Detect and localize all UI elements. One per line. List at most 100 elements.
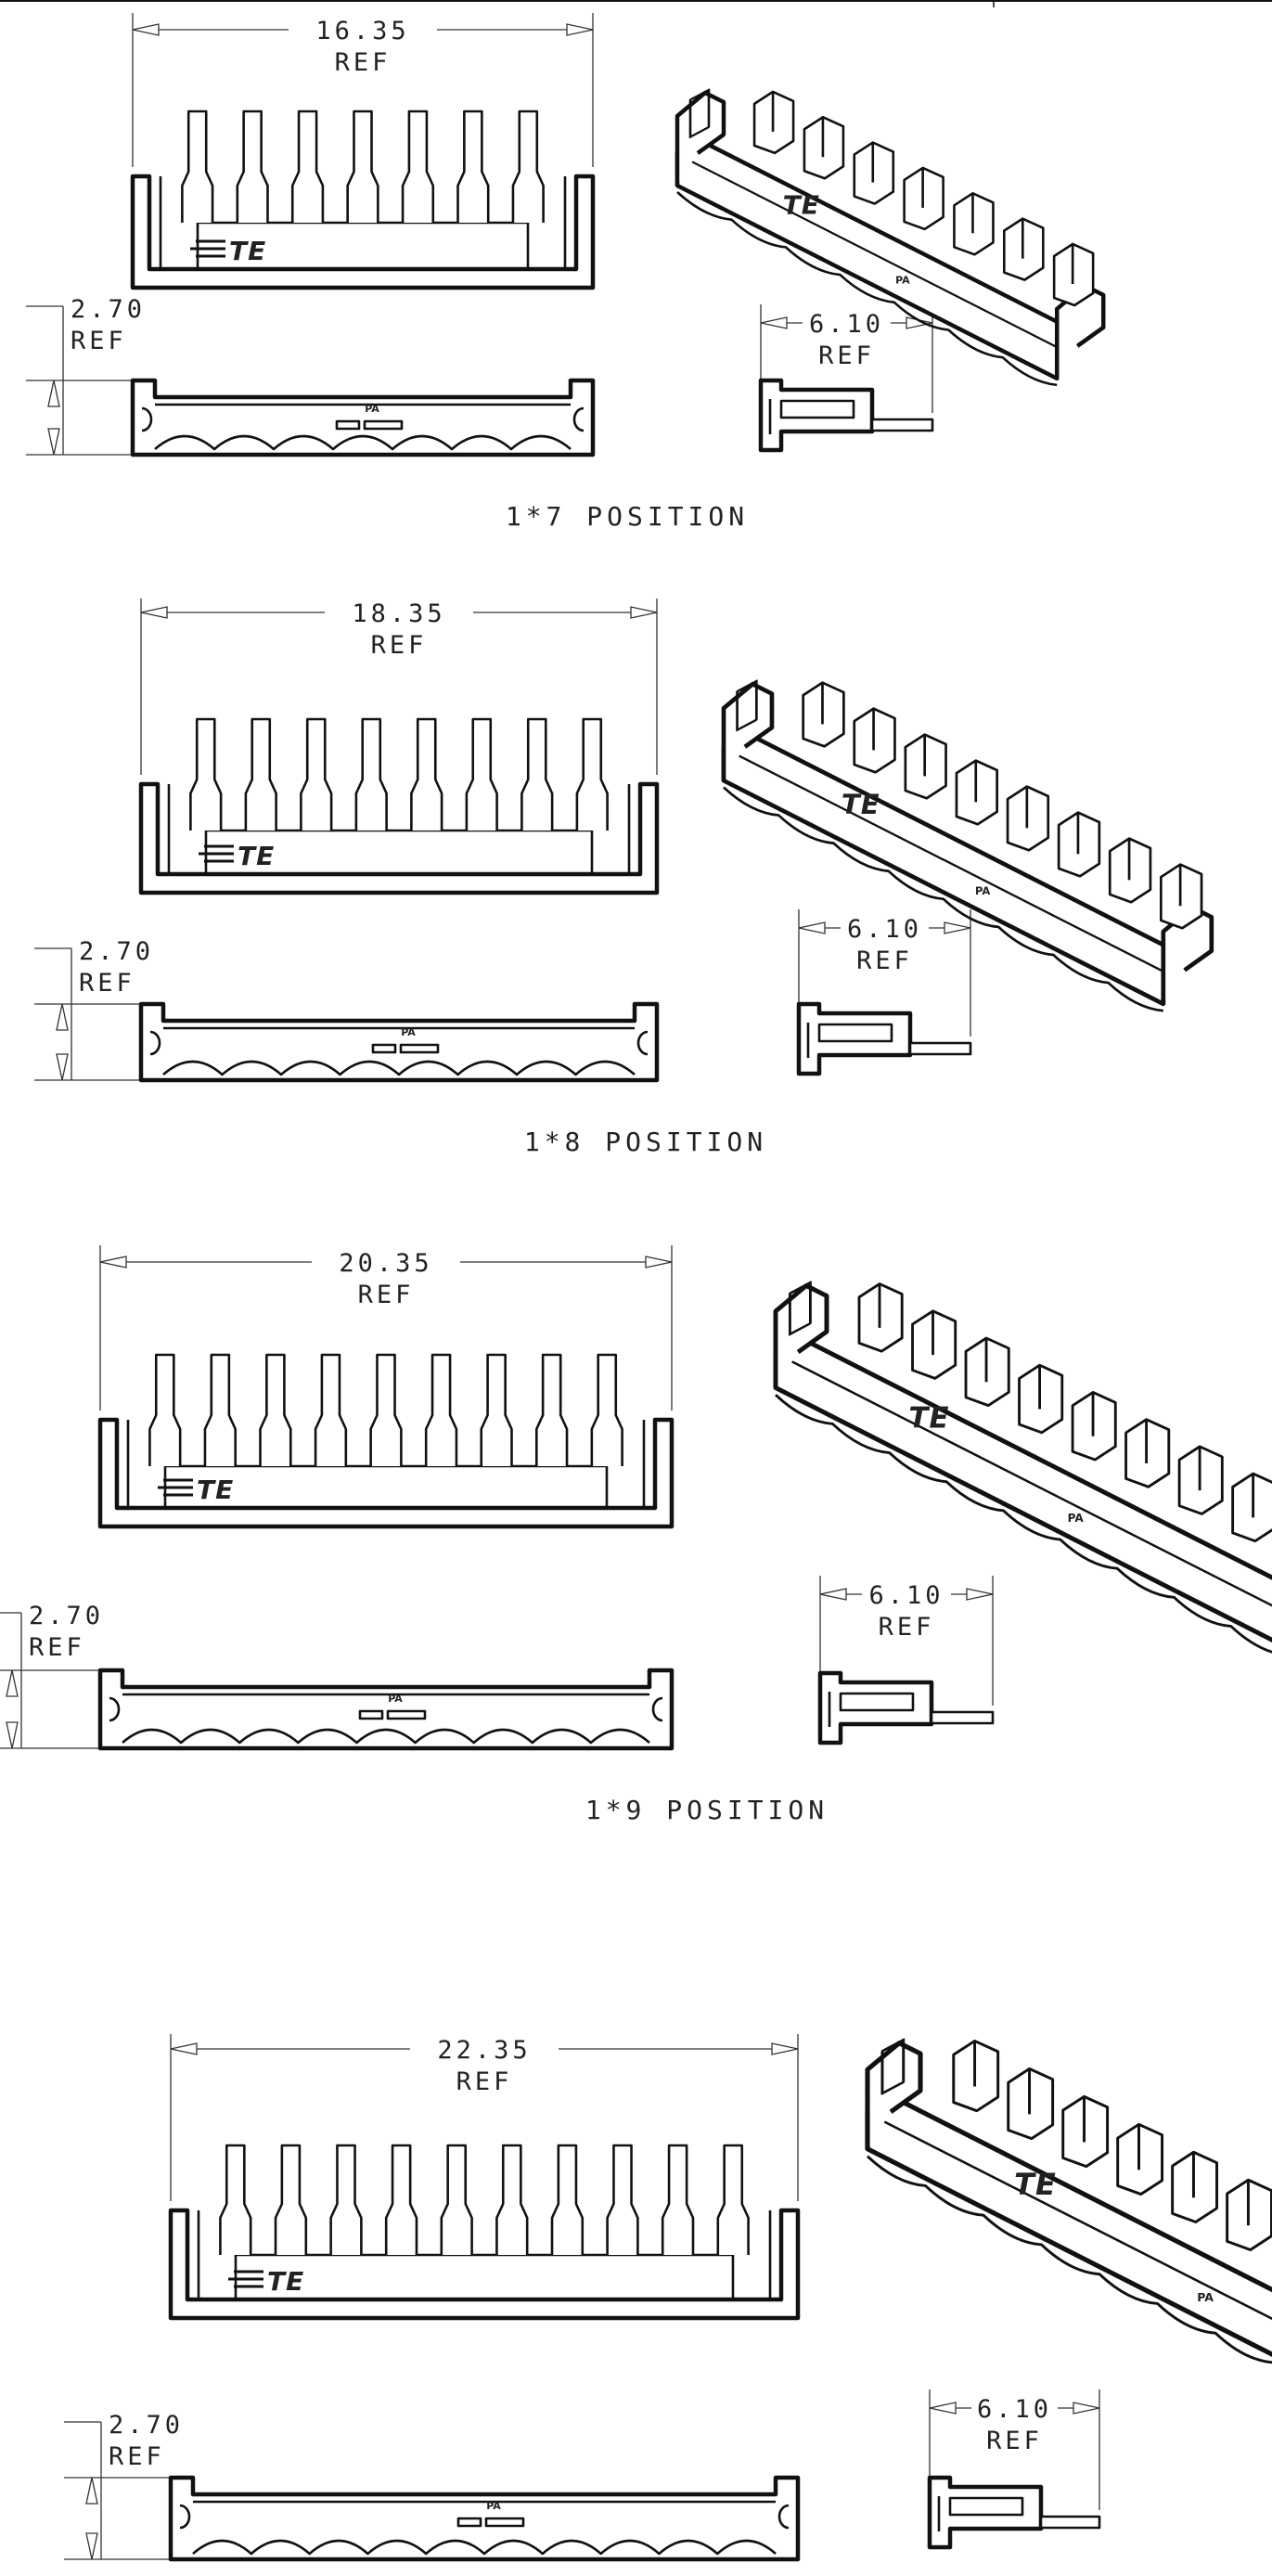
terminal-finger [575, 717, 609, 831]
pa-mark-label: PA [388, 1693, 403, 1705]
width-arrow-left [170, 2042, 198, 2055]
depth-arrow-right [906, 316, 933, 329]
terminal-finger [236, 109, 269, 223]
bottom-hook-right [636, 1030, 649, 1056]
width-dimension-value: 18.35 [352, 599, 445, 628]
height-arrow-up [56, 1003, 69, 1031]
terminal-finger [606, 2144, 639, 2255]
depth-dimension-value: 6.10 [868, 1581, 944, 1610]
side-profile-slot [817, 1023, 893, 1043]
height-arrow-up [47, 380, 60, 407]
terminal-finger [244, 717, 277, 831]
depth-arrow-right [966, 1588, 994, 1601]
iso-te-logo: TE [1014, 2167, 1057, 2202]
height-dimension-value: 2.70 [29, 1602, 104, 1630]
depth-arrow-left [929, 2402, 957, 2415]
iso-end-slot-left [880, 2038, 906, 2095]
width-dimension-ref: REF [371, 631, 428, 660]
terminal-finger [369, 1353, 403, 1466]
bottom-outline [168, 2475, 801, 2562]
terminal-finger [346, 109, 379, 223]
iso-pa-mark: PA [1197, 2290, 1214, 2304]
iso-pa-mark: PA [1068, 1512, 1085, 1525]
bottom-hook-right [572, 406, 585, 432]
housing-body-outline [168, 2208, 801, 2321]
terminal-finger [410, 717, 443, 831]
terminal-finger [661, 2144, 695, 2255]
height-dimension-value: 2.70 [109, 2411, 184, 2440]
iso-te-logo: TE [783, 189, 820, 220]
iso-end-wall-left [721, 681, 775, 781]
te-logo: TE [228, 2266, 304, 2297]
bottom-hook-left [149, 1030, 161, 1056]
terminal-finger [401, 109, 435, 223]
iso-te-logo: TE [842, 789, 880, 820]
iso-end-wall-left [675, 90, 726, 186]
housing-ledge [234, 2253, 735, 2301]
pa-slot-right [363, 419, 404, 431]
depth-dimension-ref: REF [856, 947, 913, 975]
pa-mark-label: PA [401, 1026, 416, 1038]
iso-pa-mark: PA [895, 274, 910, 286]
terminal-finger [300, 717, 333, 831]
terminal-finger [511, 109, 545, 223]
bottom-wave-profile [162, 1060, 636, 1076]
te-logo-text: TE [238, 841, 275, 871]
width-dimension-ref: REF [456, 2067, 513, 2096]
iso-end-wall-left [865, 2041, 923, 2149]
height-dimension-ref: REF [109, 2442, 165, 2471]
height-arrow-down [56, 1053, 69, 1081]
isometric-view: TE PA [721, 679, 1214, 1012]
housing-body-outline [97, 1417, 675, 1529]
bottom-outline [97, 1668, 675, 1751]
width-dimension-value: 22.35 [437, 2036, 531, 2065]
terminal-finger [716, 2144, 750, 2255]
width-dimension-ref: REF [358, 1281, 415, 1309]
height-arrow-down [85, 2532, 98, 2560]
bottom-wave-profile [122, 1728, 650, 1745]
pa-mark-label: PA [365, 403, 379, 415]
te-logo-text: TE [267, 2266, 304, 2297]
te-logo: TE [158, 1475, 233, 1505]
depth-dimension-ref: REF [818, 341, 875, 370]
iso-wave-edge [866, 2155, 1272, 2364]
iso-pa-mark: PA [975, 884, 990, 897]
position-caption: 1*7 POSITION [506, 501, 749, 532]
side-profile-pin [930, 1710, 995, 1725]
terminal-finger [219, 2144, 252, 2255]
pa-slot-left [371, 1043, 397, 1054]
iso-end-slot-left [736, 679, 758, 732]
width-arrow-right [566, 23, 594, 36]
housing-body-outline [130, 174, 596, 290]
te-logo-text: TE [229, 236, 266, 266]
height-dimension-value: 2.70 [79, 937, 154, 966]
terminal-finger [314, 1353, 348, 1466]
pa-slot-left [358, 1709, 384, 1720]
iso-wave-edge [676, 191, 1058, 387]
depth-arrow-left [760, 316, 788, 329]
depth-dimension-value: 6.10 [847, 915, 922, 944]
iso-end-wall-left [773, 1283, 829, 1388]
terminal-finger [440, 2144, 473, 2255]
terminal-finger [424, 1353, 458, 1466]
bottom-wave-profile [192, 2539, 777, 2556]
pa-slot-right [399, 1043, 440, 1054]
isometric-view: TE PA [675, 88, 1106, 387]
bottom-wave-profile [154, 434, 572, 451]
terminal-finger [590, 1353, 623, 1466]
iso-wave-edge [775, 1394, 1272, 1654]
depth-dimension-ref: REF [986, 2427, 1043, 2455]
pa-slot-left [335, 419, 361, 431]
terminal-finger [148, 1353, 182, 1466]
width-arrow-left [99, 1256, 127, 1269]
iso-wave-edge [723, 786, 1163, 1012]
